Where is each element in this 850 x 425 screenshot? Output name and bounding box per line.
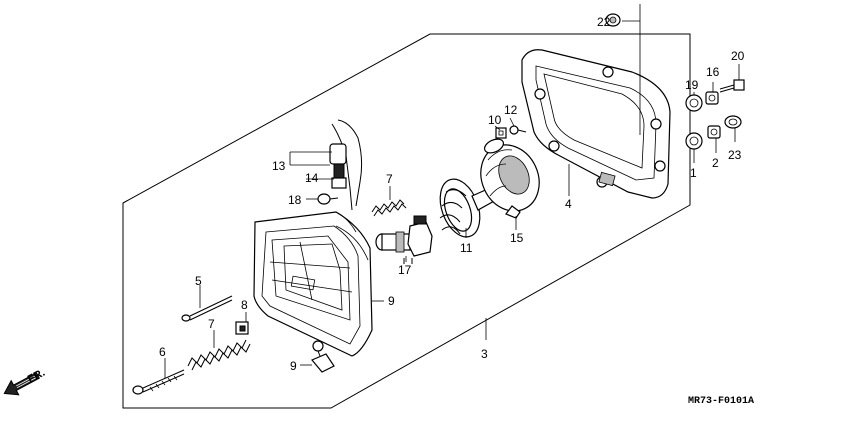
front-direction-arrow-icon (3, 372, 40, 396)
spring-lower-part[interactable] (187, 339, 251, 371)
grommet-part[interactable] (605, 13, 621, 27)
callout-3: 3 (481, 347, 488, 361)
callout-20: 19 (685, 78, 699, 92)
callout-18: 17 (398, 263, 412, 277)
callout-9: 9 (290, 359, 297, 373)
rubber-cover-part[interactable] (470, 135, 549, 220)
callout-14: 13 (272, 159, 286, 173)
callout-7-upper: 7 (386, 172, 393, 186)
callout-2: 2 (712, 156, 719, 170)
bulb-part[interactable] (375, 215, 433, 264)
callout-23: 23 (728, 148, 742, 162)
headlight-case-part[interactable] (521, 49, 671, 199)
callout-8: 8 (241, 298, 248, 312)
callout-10: 9 (388, 294, 395, 308)
rubber-grommet-upper-part[interactable] (685, 94, 703, 112)
flange-nut-part[interactable] (724, 115, 742, 129)
spring-upper-part[interactable] (371, 199, 407, 217)
bulb-socket-part[interactable] (329, 119, 363, 211)
callout-5: 5 (195, 274, 202, 288)
bolt-part[interactable] (719, 79, 745, 93)
callout-4: 4 (565, 197, 572, 211)
adjusting-screw-part[interactable] (181, 295, 233, 322)
headlight-unit-part[interactable] (253, 211, 373, 357)
callout-6: 6 (159, 345, 166, 359)
diagram-code: MR73-F0101A (688, 396, 754, 407)
callout-22: 22 (597, 15, 611, 29)
assembly-outline (122, 33, 691, 409)
leader-lines (164, 4, 740, 378)
rubber-grommet-lower-part[interactable] (685, 132, 703, 150)
callout-15: 14 (305, 171, 319, 185)
clip-part[interactable] (235, 321, 249, 335)
callout-19: 18 (288, 193, 302, 207)
front-direction-label: FR. (26, 367, 47, 386)
callout-21: 20 (731, 49, 745, 63)
nut-part[interactable] (495, 127, 507, 139)
callout-16: 15 (510, 231, 524, 245)
collar-lower-part[interactable] (707, 125, 721, 139)
collar-upper-part[interactable] (705, 91, 719, 105)
adjuster-part[interactable] (311, 340, 335, 373)
screw-part[interactable] (509, 125, 527, 135)
position-bulb-part[interactable] (317, 193, 339, 205)
callout-11: 10 (488, 113, 502, 127)
callout-1: 1 (690, 166, 697, 180)
callout-13: 12 (504, 103, 518, 117)
callout-7-lower: 7 (208, 317, 215, 331)
callout-12: 11 (460, 241, 473, 255)
callout-17: 16 (706, 65, 720, 79)
long-screw-part[interactable] (132, 369, 185, 395)
